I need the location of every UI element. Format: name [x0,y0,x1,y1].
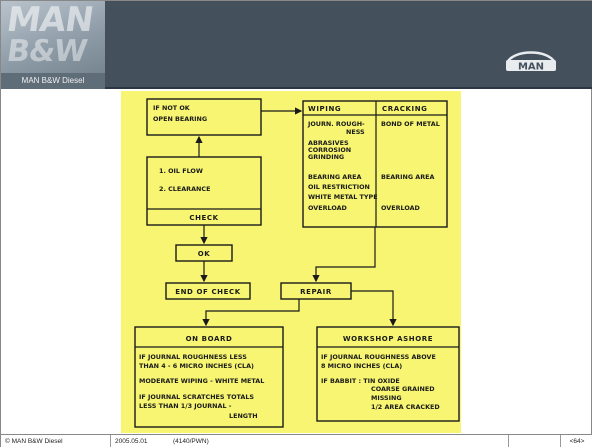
on-board-line: IF JOURNAL SCRATCHES TOTALS [139,393,254,401]
logo-text-line1: MAN [4,1,96,40]
on-board-line: MODERATE WIPING - WHITE METAL [139,377,264,385]
on-board-box [134,326,284,428]
arrow-to-workshop [351,290,397,327]
wiping-line: WHITE METAL TYPE [308,193,378,201]
footer-date: 2005.05.01 [115,438,148,445]
if-not-ok-box [146,98,262,136]
wiping-line: OVERLOAD [308,204,347,212]
end-of-check-box [165,282,251,300]
wiping-title: WIPING [308,105,341,113]
wiping-line: NESS [346,128,365,136]
logo-text-line2: B&W [4,34,89,69]
if-not-ok-line1: IF NOT OK [153,104,191,112]
end-of-check-label: END OF CHECK [175,288,241,296]
workshop-line: MISSING [371,394,402,402]
check-item-oil-flow: 1. OIL FLOW [159,167,203,175]
man-badge-text: MAN [518,62,544,73]
on-board-title: ON BOARD [186,335,233,343]
repair-label: REPAIR [300,288,332,296]
cracking-line: BOND OF METAL [381,120,440,128]
logo-caption: MAN B&W Diesel [1,73,105,89]
workshop-line: IF BABBIT : TIN OXIDE [321,377,400,385]
workshop-title: WORKSHOP ASHORE [343,335,433,343]
on-board-line: LENGTH [229,412,258,420]
flowchart-svg: IF NOT OK OPEN BEARING 1. OIL FLOW 2. CL… [134,98,460,428]
footer-company: © MAN B&W Diesel [1,435,111,447]
arrow-to-on-board [202,299,300,327]
on-board-line: IF JOURNAL ROUGHNESS LESS [139,353,247,361]
workshop-ashore-box [316,326,460,422]
man-badge-arc [505,51,557,64]
workshop-line: COARSE GRAINED [371,385,435,393]
workshop-line: 8 MICRO INCHES (CLA) [321,362,402,370]
on-board-line: THAN 4 - 6 MICRO INCHES (CLA) [139,362,254,370]
check-item-clearance: 2. CLEARANCE [159,185,210,193]
man-badge-plate [506,60,556,71]
wiping-line: ABRASIVES [308,139,349,147]
workshop-line: IF JOURNAL ROUGHNESS ABOVE [321,353,436,361]
wiping-line: CORROSION [308,146,351,154]
man-badge-logo: MAN [505,51,557,73]
footer-blank-cell [509,435,561,447]
wiping-line: JOURN. ROUGH- [307,120,365,128]
check-label: CHECK [189,214,218,222]
wiping-line: OIL RESTRICTION [308,183,370,191]
arrow-to-repair [312,227,376,283]
header-divider [105,87,592,89]
workshop-line: 1/2 AREA CRACKED [371,403,440,411]
man-bw-logo: MAN B&W MAN B&W Diesel [1,1,105,89]
wiping-line: GRINDING [308,153,344,161]
wiping-line: BEARING AREA [308,173,362,181]
cracking-title: CRACKING [382,105,428,113]
on-board-line: LESS THAN 1/3 JOURNAL - [139,402,232,410]
bearing-check-flowchart: IF NOT OK OPEN BEARING 1. OIL FLOW 2. CL… [121,91,461,433]
if-not-ok-line2: OPEN BEARING [153,115,207,123]
cracking-line: BEARING AREA [381,173,435,181]
slide-footer: © MAN B&W Diesel 2005.05.01 (4140/PWN) <… [1,434,592,447]
cracking-line: OVERLOAD [381,204,420,212]
footer-reference: (4140/PWN) [169,435,509,447]
footer-page-number: <64> [569,438,585,445]
ok-label: OK [198,250,211,258]
